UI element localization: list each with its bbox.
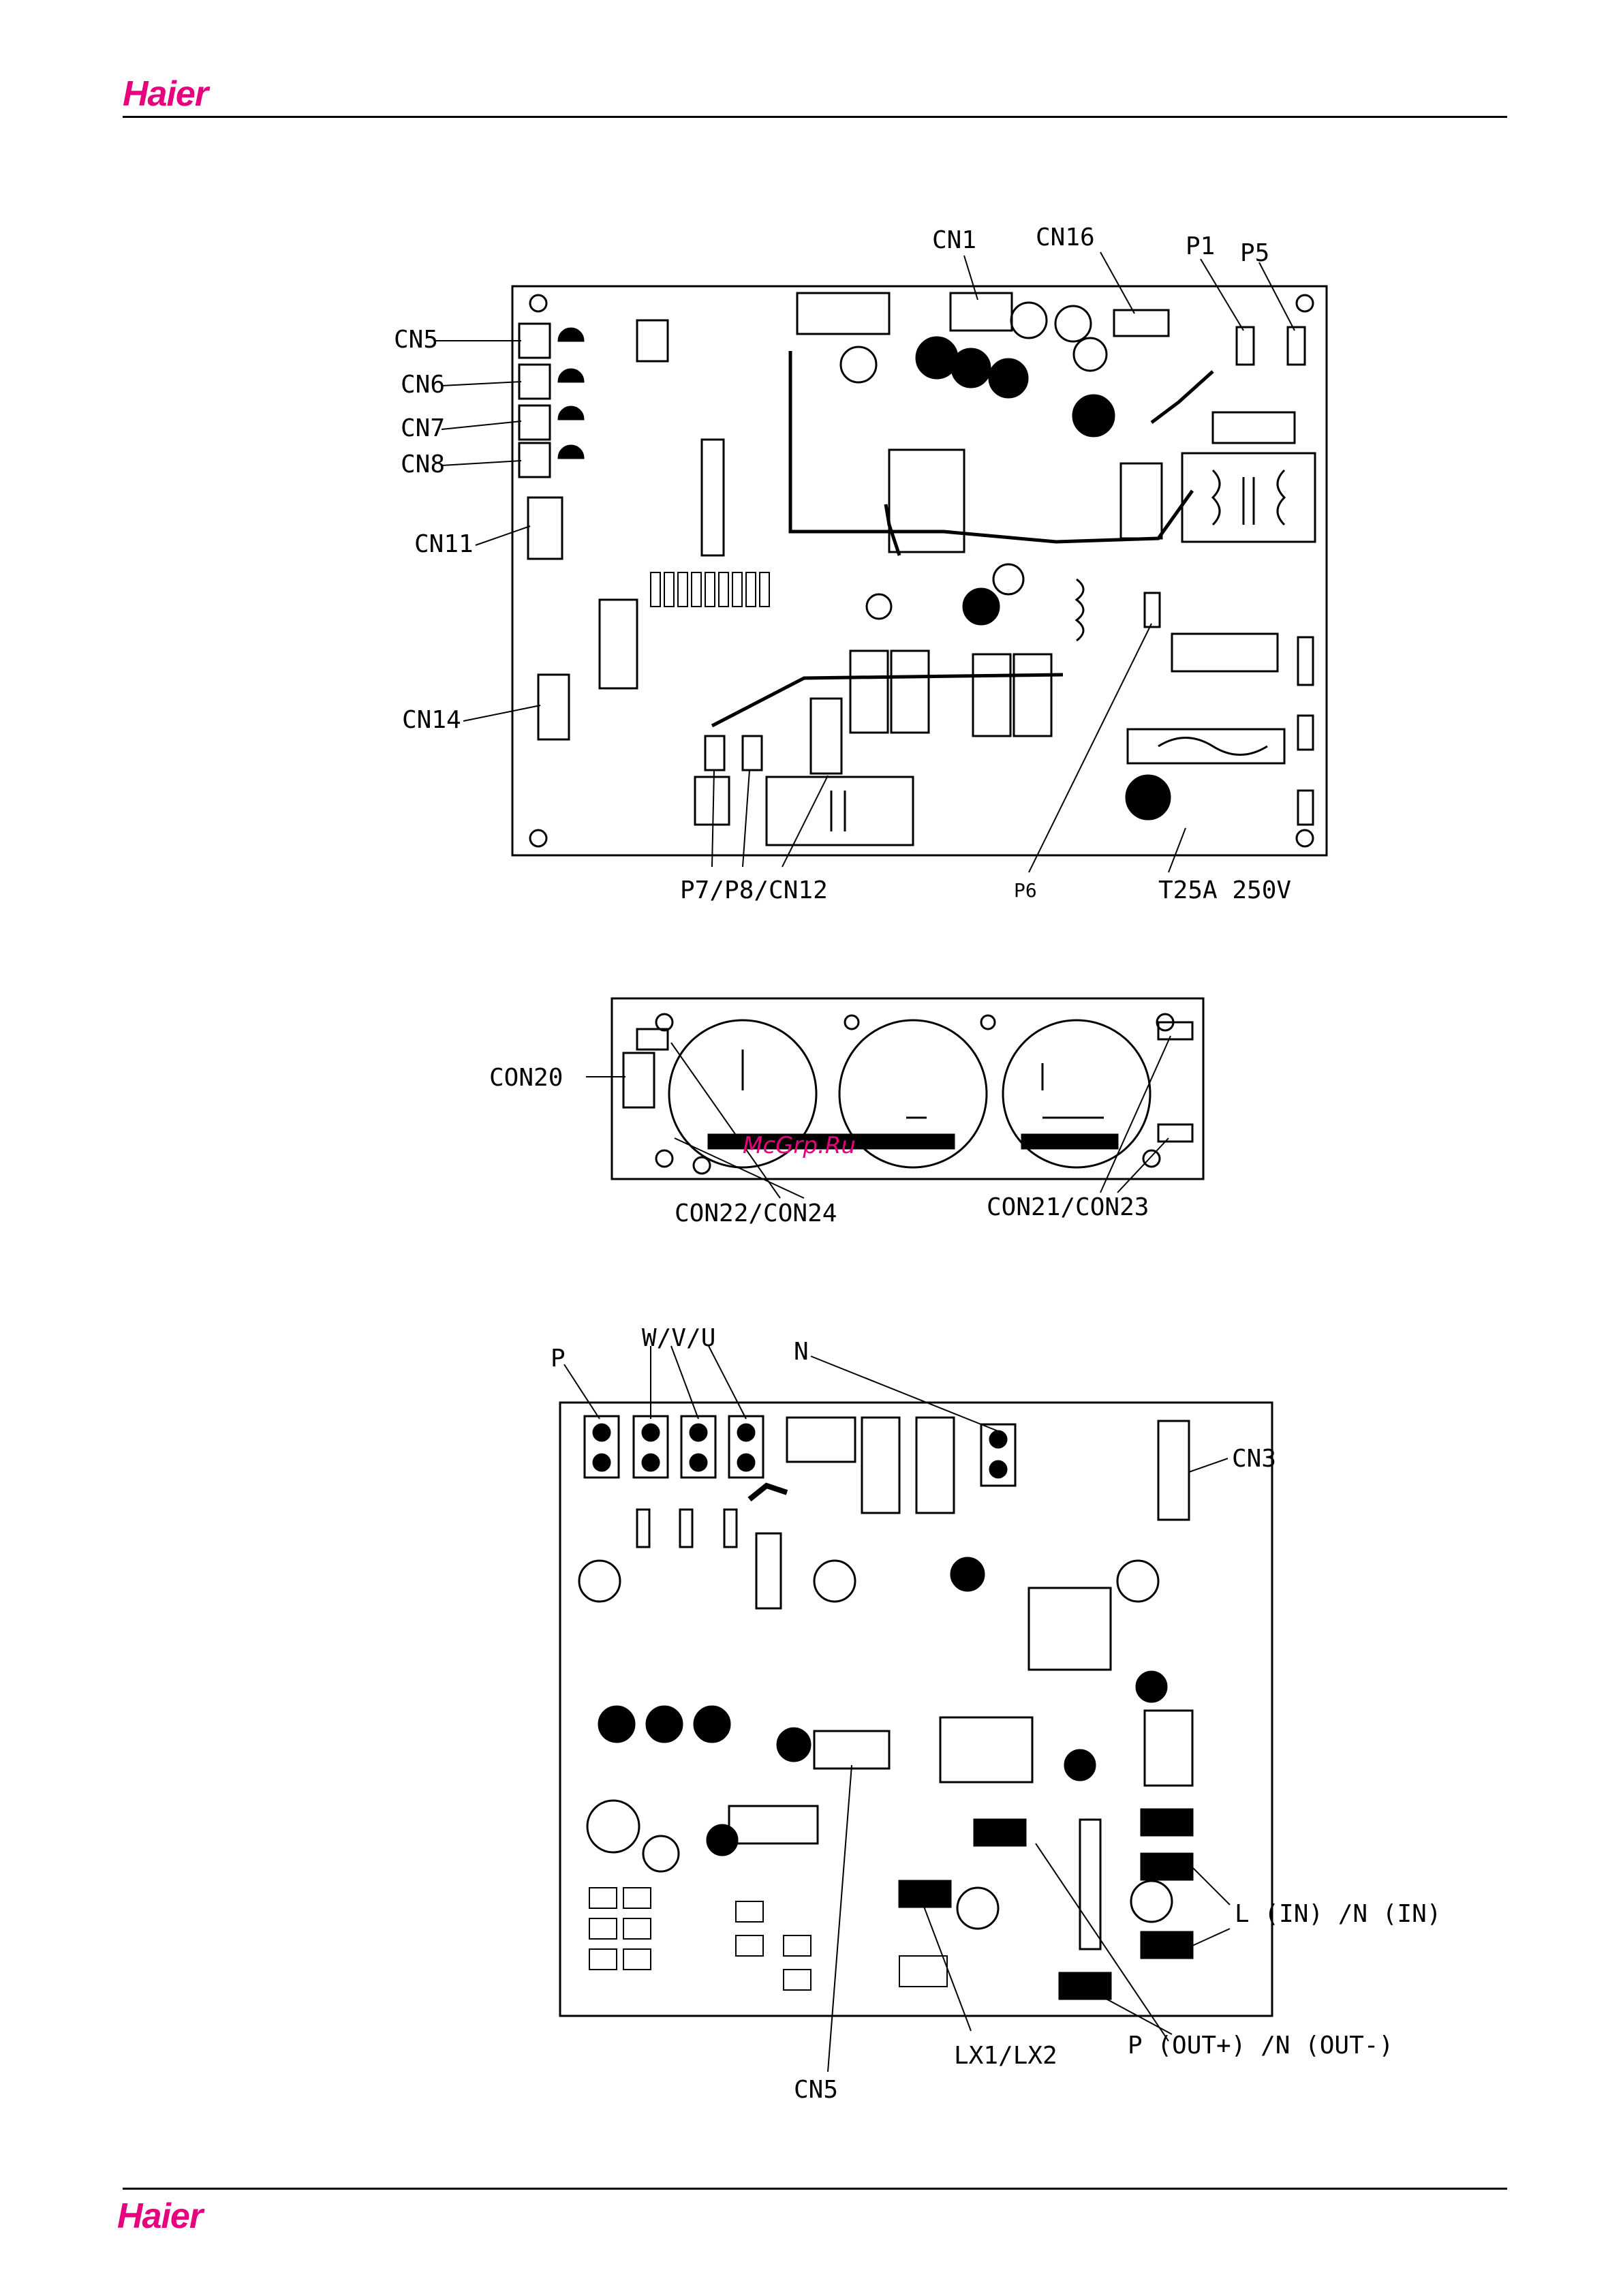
label-con21-con23: CON21/CON23 <box>987 1193 1149 1221</box>
footer-rule <box>123 2188 1507 2190</box>
label-con22-con24: CON22/CON24 <box>675 1199 837 1227</box>
label-n: N <box>794 1338 809 1366</box>
label-cn11: CN11 <box>414 530 474 558</box>
watermark: McGrp.Ru <box>743 1132 856 1159</box>
label-con20: CON20 <box>489 1064 563 1092</box>
label-p-out-n-out: P (OUT+) /N (OUT-) <box>1128 2032 1393 2060</box>
label-w-v-u: W/V/U <box>642 1324 715 1352</box>
label-p: P <box>551 1345 566 1373</box>
label-cn16: CN16 <box>1036 224 1095 251</box>
label-l-in-n-in: L (IN) /N (IN) <box>1235 1900 1441 1928</box>
label-p5: P5 <box>1240 239 1269 267</box>
label-fuse-rating: T25A 250V <box>1158 876 1291 904</box>
label-cn1: CN1 <box>932 226 976 254</box>
label-p7-p8-cn12: P7/P8/CN12 <box>680 876 828 904</box>
label-cn7: CN7 <box>401 414 445 442</box>
board1-leaders <box>435 252 1295 872</box>
label-cn14: CN14 <box>402 706 461 734</box>
label-cn5-inverter: CN5 <box>794 2076 838 2104</box>
label-p1: P1 <box>1186 232 1215 260</box>
label-lx1-lx2: LX1/LX2 <box>954 2042 1057 2070</box>
inverter-board <box>560 1403 1272 2016</box>
haier-logo-bottom: Haier <box>117 2196 202 2237</box>
main-control-board <box>512 286 1327 855</box>
label-cn3: CN3 <box>1232 1445 1276 1473</box>
capacitor-board <box>612 998 1203 1179</box>
label-cn8: CN8 <box>401 450 445 478</box>
label-p6: P6 <box>1014 879 1037 902</box>
label-cn6: CN6 <box>401 371 445 399</box>
label-cn5: CN5 <box>394 326 438 354</box>
